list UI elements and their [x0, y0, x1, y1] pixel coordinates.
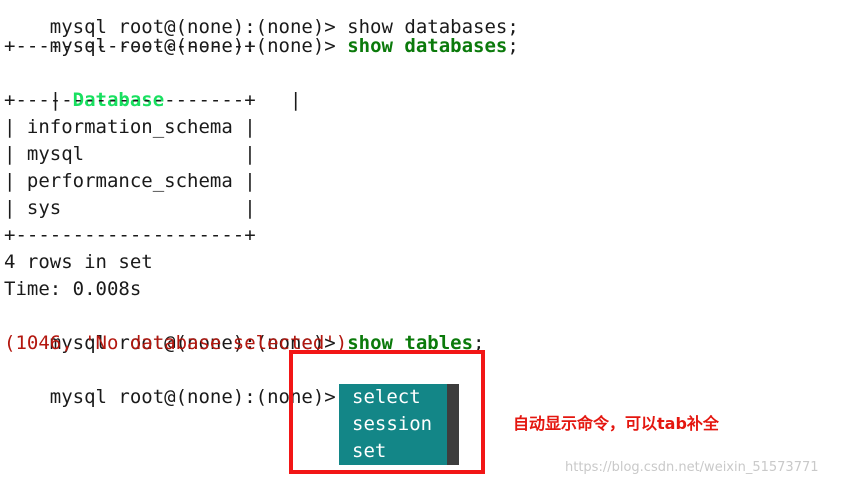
annotation-text: 自动显示命令，可以tab补全 — [513, 414, 719, 433]
table-row: | information_schema | — [4, 116, 256, 138]
command-show-tables: show tables — [347, 332, 474, 354]
rows-info: 4 rows in set — [4, 251, 153, 273]
completion-item-session[interactable]: session — [352, 413, 433, 435]
time-info: Time: 0.008s — [4, 278, 142, 300]
table-header-right: | — [164, 89, 302, 111]
command-terminator: ; — [507, 35, 519, 57]
table-row: | mysql | — [4, 143, 256, 165]
command-show-databases: show databases — [347, 35, 508, 57]
error-message: (1046, 'No database selected') — [4, 332, 348, 354]
terminal-window[interactable]: mysql root@(none):(none)> show databases… — [4, 0, 843, 488]
completion-item-select[interactable]: select — [352, 386, 421, 408]
prompt-text: mysql root@(none):(none)> — [49, 35, 348, 57]
clipped-output-line: mysql root@(none):(none)> show databases… — [4, 0, 519, 38]
table-header-row: | Database | — [4, 60, 302, 111]
prompt-line-1: mysql root@(none):(none)> show databases… — [4, 6, 519, 57]
completion-scrollbar[interactable] — [447, 384, 459, 465]
table-header-left: | — [49, 89, 73, 111]
table-row: | sys | — [4, 197, 256, 219]
prompt-text: mysql root@(none):(none)> — [49, 386, 348, 408]
command-terminator: ; — [473, 332, 485, 354]
table-border-mid: +--------------------+ — [4, 89, 256, 111]
table-row: | performance_schema | — [4, 170, 256, 192]
completion-item-set[interactable]: set — [352, 440, 387, 462]
watermark: https://blog.csdn.net/weixin_51573771 — [565, 460, 819, 475]
table-header-database: Database — [72, 89, 165, 111]
annotation-highlight-box — [289, 350, 485, 474]
prompt-line-2: mysql root@(none):(none)> show tables; — [4, 303, 485, 354]
prompt-text: mysql root@(none):(none)> — [49, 332, 348, 354]
table-border-top: +--------------------+ — [4, 35, 256, 57]
clipped-text: mysql root@(none):(none)> show databases… — [49, 16, 519, 38]
completion-menu[interactable]: select session set — [339, 384, 459, 465]
table-border-bottom: +--------------------+ — [4, 224, 256, 246]
